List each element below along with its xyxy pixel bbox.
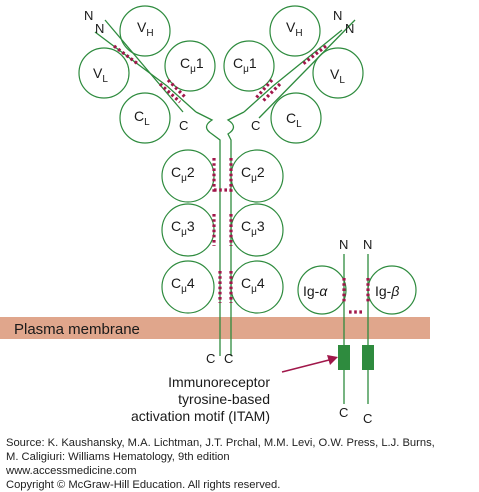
- plasma-membrane-label: Plasma membrane: [14, 321, 140, 338]
- cl-label-right: CL: [286, 110, 302, 130]
- vh-domain-left: [119, 5, 171, 57]
- source-credit-line1: Source: K. Kaushansky, M.A. Lichtman, J.…: [6, 437, 435, 449]
- vl-domain-left: [78, 47, 130, 99]
- c-terminus-ig-alpha: C: [339, 405, 348, 420]
- c-terminus-right-light: C: [251, 118, 260, 133]
- heavy-chain-right-stem: [226, 111, 245, 356]
- disulfide-cmu1-cl-right-b: [254, 78, 274, 100]
- itam-label-line1: Immunoreceptor: [168, 374, 270, 390]
- disulfide-cmu1-cl-left-b: [166, 78, 188, 100]
- plasma-membrane-band: [0, 317, 430, 339]
- source-url: www.accessmedicine.com: [6, 465, 137, 477]
- source-credit-line2: M. Caligiuri: Williams Hematology, 9th e…: [6, 451, 230, 463]
- ig-beta-label: Ig-β: [375, 283, 399, 299]
- cmu2-label-left: Cμ2: [171, 164, 195, 184]
- cmu3-label-right: Cμ3: [241, 218, 265, 238]
- vh-label-left: VH: [137, 19, 154, 39]
- c-terminus-left-light: C: [179, 118, 188, 133]
- cl-domain-left: [119, 92, 171, 144]
- c-terminus-ig-beta: C: [363, 411, 372, 426]
- cmu4-label-right: Cμ4: [241, 275, 265, 295]
- itam-box-ig-alpha: [338, 345, 350, 370]
- heavy-chain-left-line: [94, 31, 197, 113]
- cmu1-domain-right: [223, 40, 275, 92]
- vh-domain-right: [269, 5, 321, 57]
- n-terminus-right-light: N: [345, 21, 354, 36]
- light-chain-left-line: [104, 19, 184, 113]
- c-terminus-heavy-left: C: [206, 351, 215, 366]
- itam-box-ig-beta: [362, 345, 374, 370]
- n-terminus-left-heavy: N: [84, 8, 93, 23]
- cmu2-label-right: Cμ2: [241, 164, 265, 184]
- n-terminus-ig-alpha: N: [339, 237, 348, 252]
- cl-domain-right: [270, 92, 322, 144]
- cmu1-label-left: Cμ1: [180, 55, 204, 75]
- itam-label-line2: tyrosine-based: [178, 391, 270, 407]
- disulfide-cmu1-cl-right-a: [260, 82, 282, 104]
- vl-label-right: VL: [330, 66, 345, 86]
- vl-domain-right: [312, 47, 364, 99]
- bcr-diagram: Plasma membrane VH: [0, 5, 430, 426]
- vh-label-right: VH: [286, 19, 303, 39]
- heavy-chain-left-stem: [195, 111, 221, 356]
- itam-arrowhead: [327, 355, 338, 365]
- heavy-chain-right-line: [243, 29, 343, 113]
- light-chain-right-line: [258, 19, 356, 119]
- cl-label-left: CL: [134, 108, 150, 128]
- n-terminus-right-heavy: N: [333, 8, 342, 23]
- n-terminus-ig-beta: N: [363, 237, 372, 252]
- itam-label-line3: activation motif (ITAM): [131, 408, 270, 424]
- ig-alpha-label: Ig-α: [303, 283, 328, 299]
- c-terminus-heavy-right: C: [224, 351, 233, 366]
- cmu1-label-right: Cμ1: [233, 55, 257, 75]
- vl-label-left: VL: [93, 65, 108, 85]
- itam-arrow: [281, 359, 330, 373]
- ig-alpha-domain: [297, 265, 347, 315]
- n-terminus-left-light: N: [95, 21, 104, 36]
- disulfide-cmu1-cl-left-a: [158, 82, 182, 104]
- copyright-notice: Copyright © McGraw-Hill Education. All r…: [6, 479, 281, 491]
- cmu4-domain-left: [161, 260, 215, 314]
- cmu1-domain-left: [164, 40, 216, 92]
- cmu3-label-left: Cμ3: [171, 218, 195, 238]
- cmu4-label-left: Cμ4: [171, 275, 195, 295]
